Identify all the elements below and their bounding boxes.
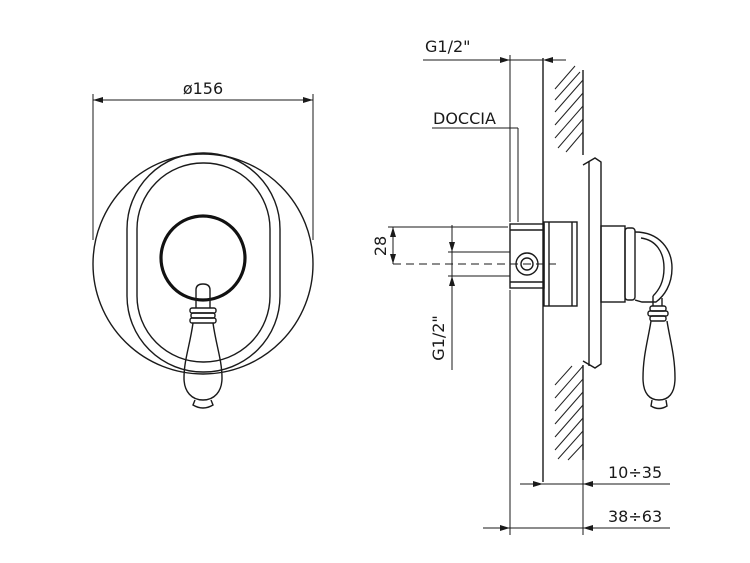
- front-view: ø156: [92, 79, 314, 409]
- side-view: G1/2" DOCCIA 28 G1/2": [371, 37, 676, 535]
- offset-label: 28: [371, 236, 390, 256]
- wall-plate-outline: [92, 153, 314, 375]
- cartridge-sleeve: [543, 221, 578, 307]
- handle-base-ring: [159, 214, 247, 302]
- range-large-dimension: 38÷63: [483, 290, 670, 535]
- escutcheon-outer: [126, 152, 281, 373]
- top-thread-label: G1/2": [425, 37, 471, 56]
- range-large-label: 38÷63: [608, 507, 662, 526]
- outlet-leader: DOCCIA: [432, 109, 519, 222]
- offset-dimension: 28: [371, 226, 508, 264]
- escutcheon-inner: [136, 162, 271, 363]
- outlet-label: DOCCIA: [433, 109, 496, 128]
- left-thread-dimension: G1/2": [429, 225, 510, 370]
- range-small-label: 10÷35: [608, 463, 662, 482]
- body-shank: [600, 225, 636, 303]
- side-lever: [634, 231, 676, 410]
- range-small-dimension: 10÷35: [520, 440, 670, 492]
- diameter-dimension: ø156: [92, 79, 314, 240]
- valve-body: [509, 223, 545, 289]
- left-thread-label: G1/2": [429, 315, 448, 361]
- diameter-label: ø156: [183, 79, 223, 98]
- top-thread-dimension: G1/2": [423, 37, 566, 222]
- front-lever: [183, 283, 223, 409]
- plate-profile: [582, 157, 602, 369]
